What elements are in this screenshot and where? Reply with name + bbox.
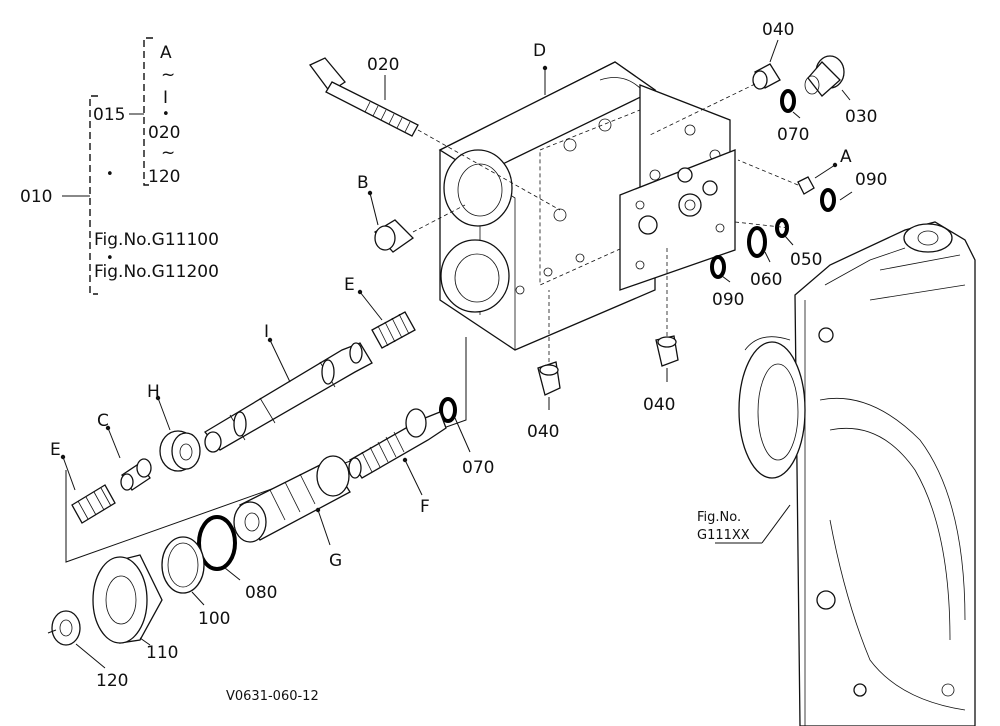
figure-code: V0631-060-12 bbox=[226, 689, 319, 704]
callout-F: F bbox=[420, 497, 430, 517]
callout-D: D bbox=[533, 41, 546, 61]
o-ring-080 bbox=[197, 515, 237, 571]
seat-H bbox=[159, 430, 201, 472]
spring-E-upper bbox=[371, 311, 416, 349]
o-ring-050 bbox=[775, 218, 789, 238]
callout-080: 080 bbox=[245, 583, 277, 603]
callout-B: B bbox=[357, 173, 369, 193]
legend-tilde-2: ~ bbox=[161, 143, 175, 163]
plug-B bbox=[373, 204, 466, 253]
assembly-bracket bbox=[65, 337, 467, 563]
callout-090-mid: 090 bbox=[712, 290, 744, 310]
fig-ref-label-1: Fig.No. bbox=[697, 510, 741, 525]
legend-range-mid: I bbox=[163, 88, 168, 108]
nut-110 bbox=[92, 554, 163, 644]
set-screw-A bbox=[737, 159, 815, 195]
callout-E-upper: E bbox=[344, 275, 355, 295]
legend-fig-2: Fig.No.G11200 bbox=[94, 262, 219, 282]
callout-E-lower: E bbox=[50, 440, 61, 460]
fig-ref-label-2: G111XX bbox=[697, 528, 750, 543]
callout-040-right: 040 bbox=[643, 395, 675, 415]
callout-020: 020 bbox=[367, 55, 399, 75]
poppet-C bbox=[120, 458, 152, 491]
bolt-020 bbox=[309, 57, 561, 211]
callout-090-right: 090 bbox=[855, 170, 887, 190]
piston-F bbox=[348, 408, 447, 479]
legend-010: 010 bbox=[20, 187, 52, 207]
spool-I bbox=[204, 342, 373, 453]
callout-110: 110 bbox=[146, 643, 178, 663]
legend-sub-120: 120 bbox=[148, 167, 180, 187]
callout-030: 030 bbox=[845, 107, 877, 127]
callout-070-mid: 070 bbox=[462, 458, 494, 478]
plug-040-right bbox=[655, 245, 679, 367]
legend-brackets bbox=[62, 37, 153, 295]
callout-I: I bbox=[264, 322, 269, 342]
callout-120: 120 bbox=[96, 671, 128, 691]
plug-G bbox=[233, 455, 351, 543]
legend-dot-3: • bbox=[106, 251, 114, 266]
legend-sub-020: 020 bbox=[148, 123, 180, 143]
leader-lines bbox=[62, 39, 853, 669]
callout-040-top: 040 bbox=[762, 20, 794, 40]
legend-range-start: A bbox=[160, 43, 172, 63]
spring-E-lower bbox=[71, 484, 116, 524]
o-ring-070-mid bbox=[439, 397, 457, 423]
housing-casting bbox=[738, 221, 976, 726]
legend-dot-2: • bbox=[106, 167, 114, 182]
o-ring-090-right bbox=[820, 188, 836, 212]
o-ring-060 bbox=[747, 226, 767, 258]
ring-100 bbox=[161, 536, 205, 594]
legend-dot-1: • bbox=[162, 107, 170, 122]
callout-C: C bbox=[97, 411, 109, 431]
callout-dots bbox=[60, 65, 838, 513]
callout-070-top: 070 bbox=[777, 125, 809, 145]
callout-A: A bbox=[840, 147, 852, 167]
callout-100: 100 bbox=[198, 609, 230, 629]
callout-050: 050 bbox=[790, 250, 822, 270]
legend-015: 015 bbox=[93, 105, 125, 125]
o-ring-070-top bbox=[780, 89, 796, 113]
legend-tilde-1: ~ bbox=[161, 65, 175, 85]
callout-H: H bbox=[147, 382, 160, 402]
o-ring-090-mid bbox=[710, 255, 726, 279]
plug-040-top bbox=[649, 63, 781, 136]
callout-040-mid: 040 bbox=[527, 422, 559, 442]
legend-fig-1: Fig.No.G11100 bbox=[94, 230, 219, 250]
plug-030 bbox=[804, 55, 845, 97]
nut-120 bbox=[47, 610, 81, 646]
callout-G: G bbox=[329, 551, 342, 571]
callout-060: 060 bbox=[750, 270, 782, 290]
mounting-plate bbox=[619, 149, 736, 291]
plug-040-mid bbox=[537, 290, 561, 396]
